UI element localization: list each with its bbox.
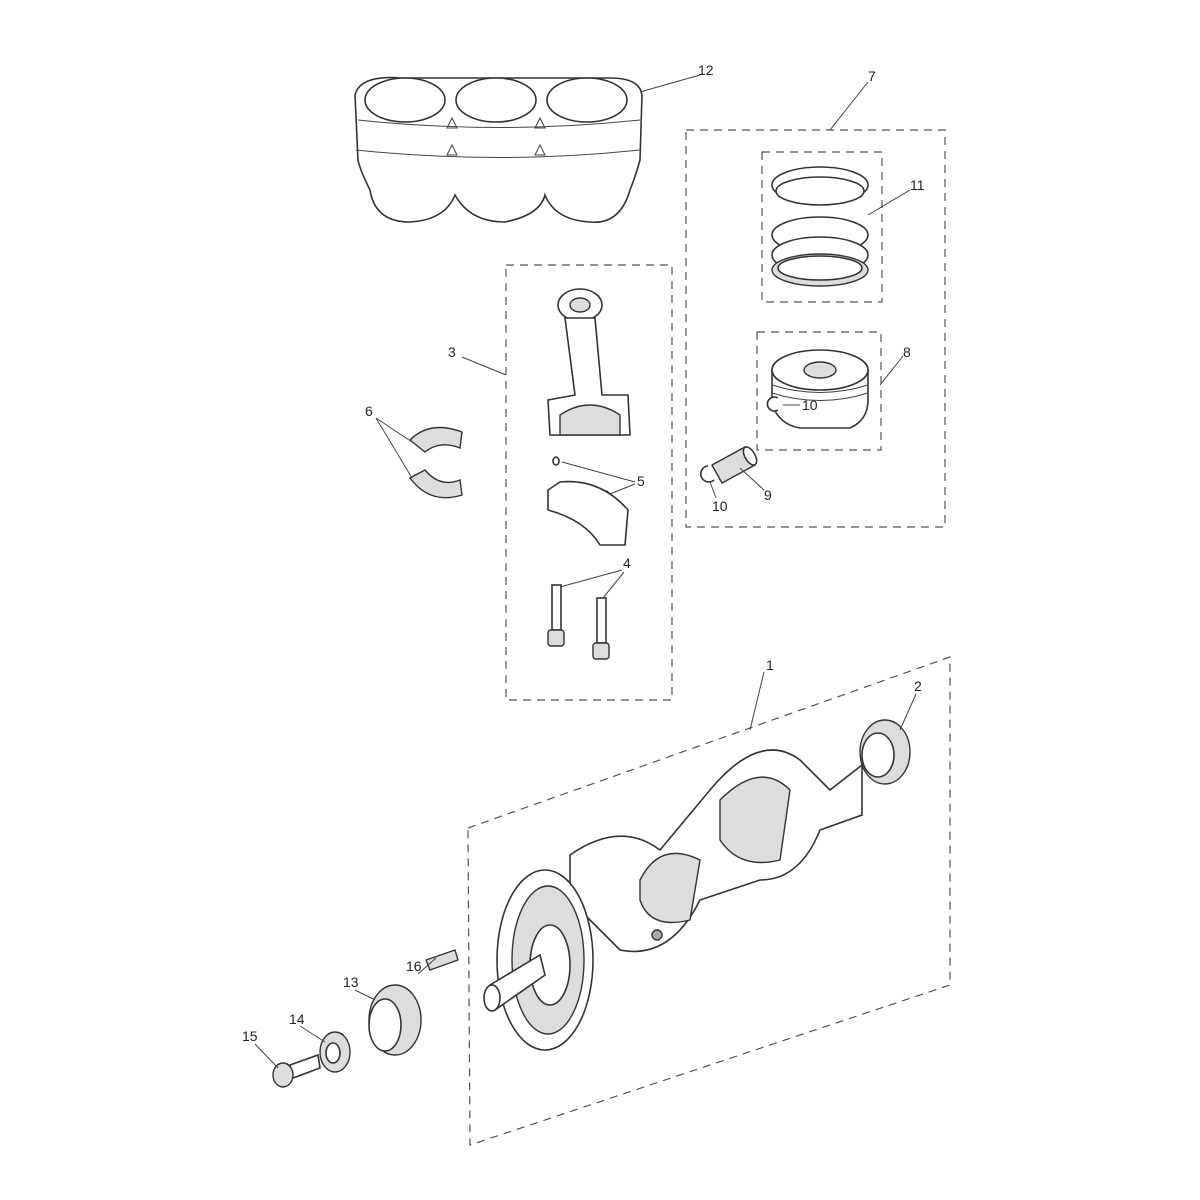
callout-1: 1 <box>766 657 774 673</box>
callout-6: 6 <box>365 403 373 419</box>
callout-4: 4 <box>623 555 631 571</box>
callout-10: 10 <box>712 498 728 514</box>
crankshaft-bearing[interactable] <box>859 719 911 785</box>
callout-8: 8 <box>903 344 911 360</box>
piston[interactable] <box>771 349 869 429</box>
group-box-piston-assembly <box>685 129 946 528</box>
crank-washer[interactable] <box>319 1031 351 1073</box>
callout-5: 5 <box>637 473 645 489</box>
callout-15: 15 <box>242 1028 258 1044</box>
callout-16: 16 <box>406 958 422 974</box>
piston-rings[interactable] <box>771 166 869 287</box>
crank-bolt[interactable] <box>272 1053 321 1088</box>
dowel[interactable] <box>552 456 560 466</box>
crank-gear[interactable] <box>368 984 422 1056</box>
big-end-bearing-shells[interactable] <box>408 426 463 499</box>
group-box-conrod <box>505 264 673 701</box>
conrod-bolts[interactable] <box>547 584 610 660</box>
callout-13: 13 <box>343 974 359 990</box>
dowel-pin[interactable] <box>425 949 459 971</box>
callout-2: 2 <box>914 678 922 694</box>
crankshaft[interactable] <box>483 749 863 1051</box>
cylinder-liner-block[interactable] <box>354 76 643 223</box>
circlip[interactable] <box>766 396 779 412</box>
callout-11: 11 <box>910 177 925 193</box>
gudgeon-pin[interactable] <box>711 445 759 484</box>
callout-12: 12 <box>698 62 714 78</box>
group-box-crankshaft <box>467 656 951 1146</box>
group-box-rings <box>761 151 883 303</box>
callout-7: 7 <box>868 68 876 84</box>
callout-14: 14 <box>289 1011 305 1027</box>
callout-10: 10 <box>802 397 818 413</box>
circlip[interactable] <box>699 465 715 483</box>
callout-3: 3 <box>448 344 456 360</box>
group-box-piston <box>756 331 882 451</box>
connecting-rod-cap[interactable] <box>547 480 629 546</box>
callout-9: 9 <box>764 487 772 503</box>
leader-lines <box>254 74 917 1069</box>
connecting-rod[interactable] <box>547 288 631 436</box>
